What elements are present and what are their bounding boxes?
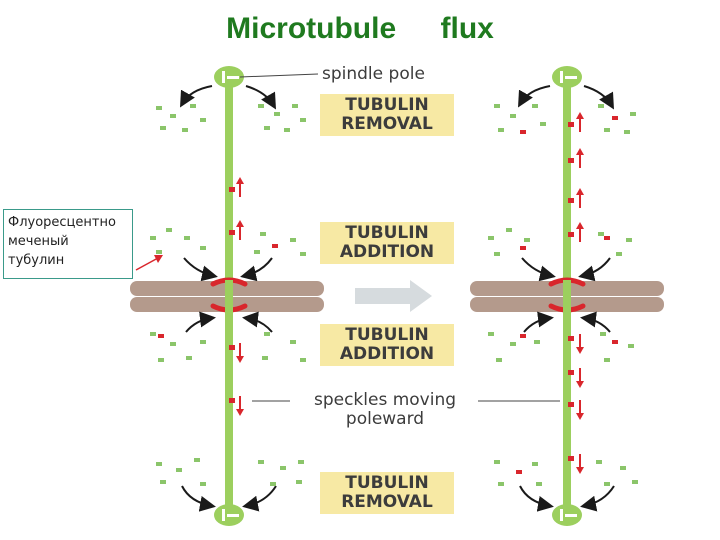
callout-line-3: тубулин xyxy=(8,253,65,268)
left-bottom-pole-icon xyxy=(214,504,244,526)
process-arrow-icon xyxy=(355,280,432,312)
tubulin-removal-bottom-box: TUBULIN REMOVAL xyxy=(320,472,454,514)
left-top-pole-icon xyxy=(214,66,244,88)
left-green-speckles xyxy=(150,104,306,486)
callout-line-2: меченый xyxy=(8,234,69,249)
left-spindle xyxy=(130,66,324,526)
right-red-loose-speckles xyxy=(516,116,618,474)
page-title: Microtubule flux xyxy=(0,12,720,46)
title-word-microtubule: Microtubule xyxy=(226,12,397,45)
left-red-loose-speckles xyxy=(158,244,278,338)
right-spindle xyxy=(470,66,664,526)
tubulin-addition-upper-box: TUBULIN ADDITION xyxy=(320,222,454,264)
right-red-speckles xyxy=(568,112,584,474)
callout-line-1: Флуоресцентно xyxy=(8,215,116,230)
right-curved-arrows xyxy=(518,85,615,512)
callout-pointer xyxy=(135,255,163,271)
speckles-moving-label: speckles moving poleward xyxy=(313,390,457,429)
tubulin-addition-lower-box: TUBULIN ADDITION xyxy=(320,324,454,366)
title-word-flux: flux xyxy=(440,12,494,45)
right-green-speckles xyxy=(488,104,638,486)
tubulin-removal-top-box: TUBULIN REMOVAL xyxy=(320,94,454,136)
right-bottom-pole-icon xyxy=(552,504,582,526)
fluorescent-tubulin-callout: Флуоресцентно меченый тубулин xyxy=(3,209,133,279)
left-curved-arrows xyxy=(180,85,277,512)
right-chromosome xyxy=(470,277,664,314)
right-top-pole-icon xyxy=(552,66,582,88)
spindle-pole-label: spindle pole xyxy=(322,64,425,84)
left-chromosome xyxy=(130,277,324,314)
leader-lines xyxy=(239,73,560,402)
left-red-speckles xyxy=(229,177,244,416)
